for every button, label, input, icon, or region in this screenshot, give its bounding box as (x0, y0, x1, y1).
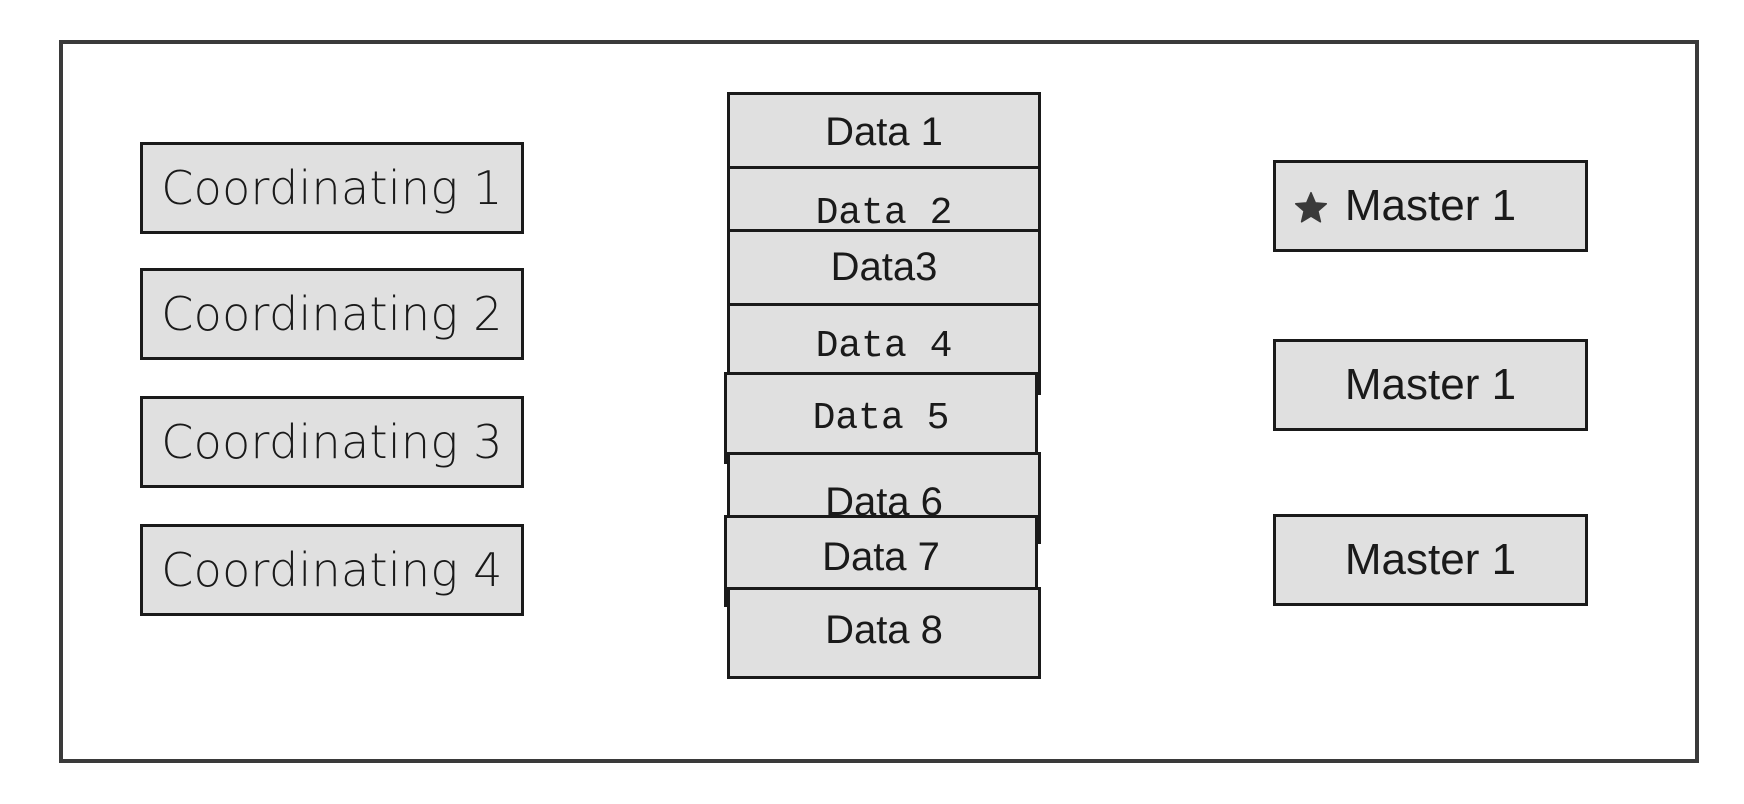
node-label: Data 5 (812, 396, 950, 440)
coordinating-node-4: Coordinating 4 (140, 524, 524, 616)
node-label: Data 7 (822, 534, 940, 579)
node-label: Master 1 (1344, 535, 1517, 584)
node-label: Data 1 (825, 109, 943, 154)
coordinating-node-3: Coordinating 3 (140, 396, 524, 488)
data-node-5: Data 5 (724, 372, 1038, 464)
node-label: Master 1 (1344, 360, 1517, 409)
node-label: Coordinating 1 (161, 161, 503, 215)
data-node-8: Data 8 (727, 587, 1041, 679)
node-label: Coordinating 4 (161, 543, 503, 597)
node-label: Data3 (830, 244, 938, 289)
master-node-1: Master 1 (1273, 160, 1588, 252)
coordinating-node-1: Coordinating 1 (140, 142, 524, 234)
coordinating-node-2: Coordinating 2 (140, 268, 524, 360)
master-node-2: Master 1 (1273, 339, 1588, 431)
star-icon (1294, 191, 1328, 223)
node-label: Data 8 (825, 607, 943, 652)
node-label: Master 1 (1344, 181, 1517, 230)
node-label: Data 4 (815, 324, 953, 368)
master-node-3: Master 1 (1273, 514, 1588, 606)
node-label: Coordinating 3 (161, 415, 503, 469)
node-label: Data 2 (815, 191, 953, 235)
node-label: Coordinating 2 (161, 287, 503, 341)
